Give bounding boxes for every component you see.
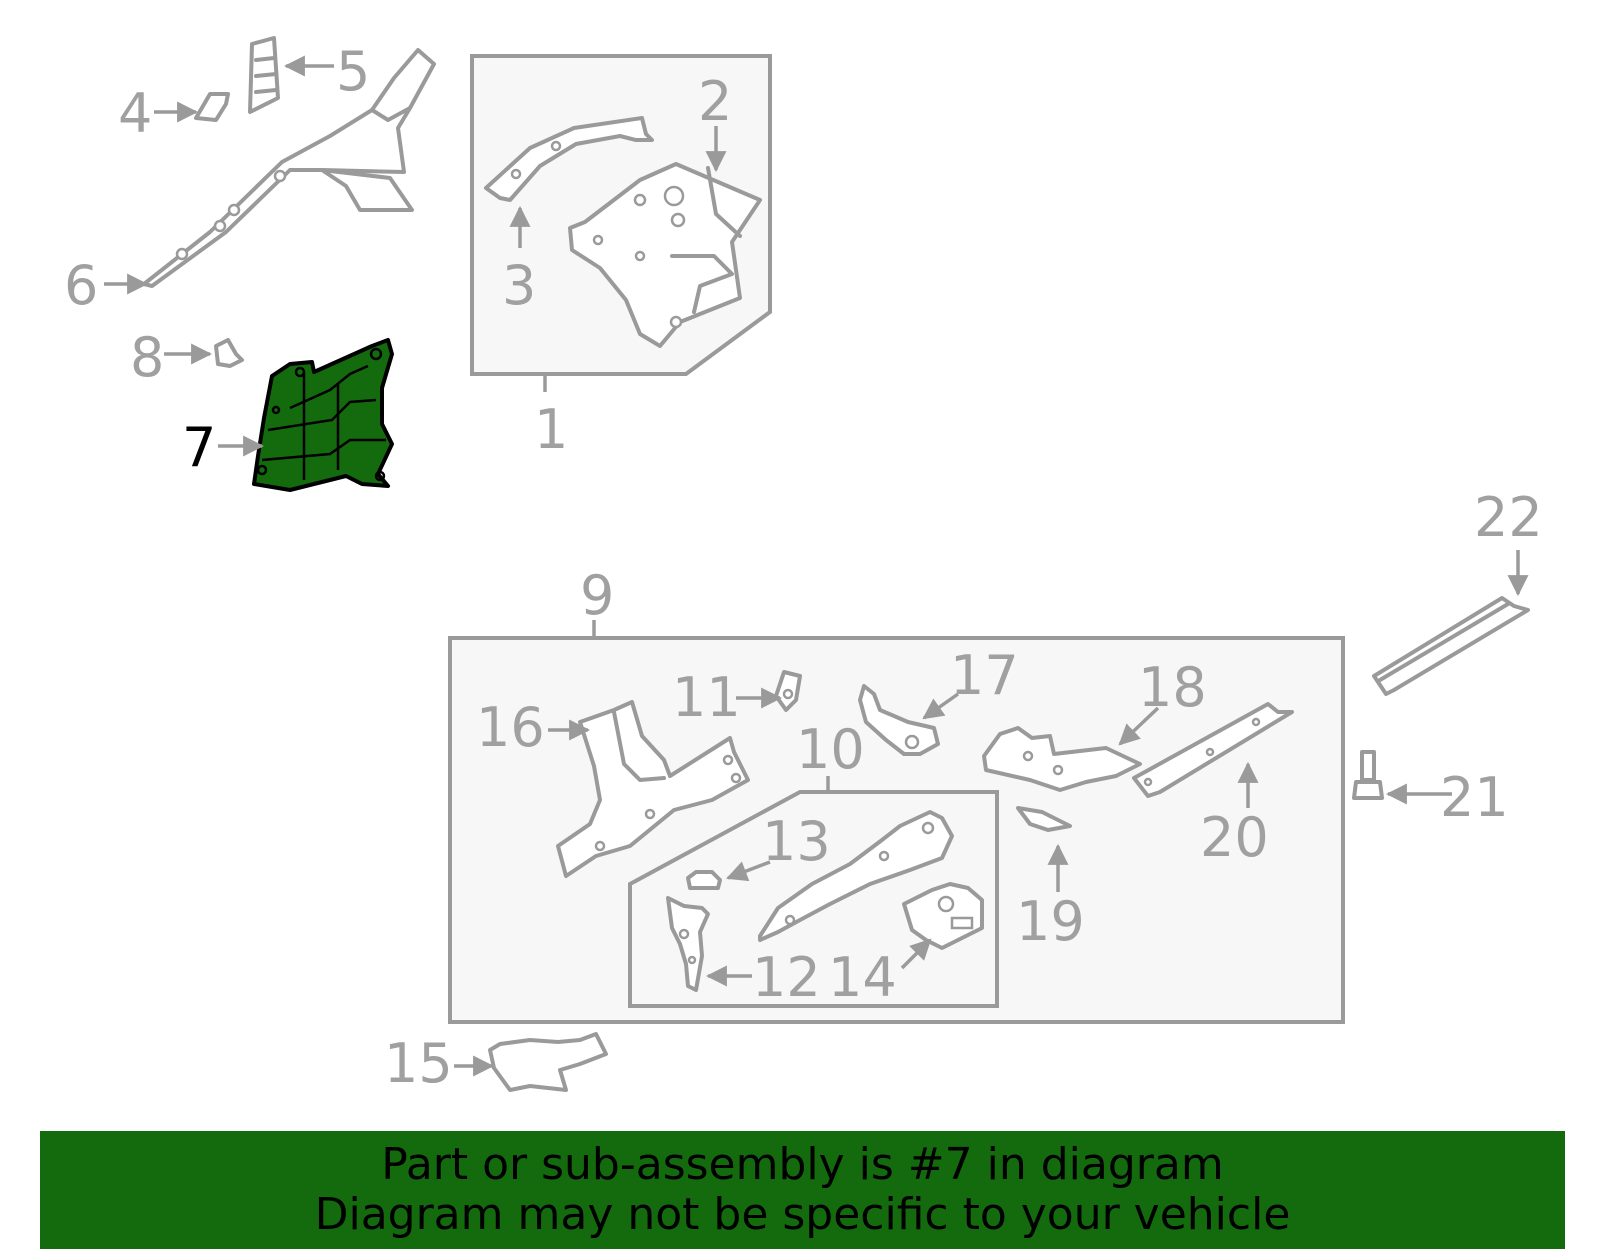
callout-13[interactable]: 13: [762, 810, 831, 873]
callout-2[interactable]: 2: [698, 70, 732, 133]
callout-20[interactable]: 20: [1200, 806, 1269, 869]
part-18-bracket[interactable]: [982, 726, 1142, 792]
callout-3[interactable]: 3: [502, 254, 536, 317]
part-16-side-member[interactable]: [556, 700, 750, 878]
callout-17[interactable]: 17: [950, 644, 1019, 707]
callout-21[interactable]: 21: [1440, 766, 1509, 829]
callout-7[interactable]: 7: [182, 416, 216, 479]
part-20-rail[interactable]: [1132, 702, 1294, 798]
callout-19[interactable]: 19: [1016, 890, 1085, 953]
callout-11[interactable]: 11: [672, 666, 741, 729]
banner-line-part: Part or sub-assembly is #7 in diagram: [381, 1139, 1224, 1190]
callout-10[interactable]: 10: [796, 718, 865, 781]
part-4-clip[interactable]: [194, 92, 230, 122]
leader-lines: [104, 55, 1529, 1077]
callout-5[interactable]: 5: [336, 40, 370, 103]
callout-22[interactable]: 22: [1474, 486, 1543, 549]
part-13-bracket[interactable]: [686, 870, 722, 890]
part-22-rail[interactable]: [1372, 596, 1530, 696]
part-12-bracket[interactable]: [666, 896, 710, 992]
banner-line-disclaimer: Diagram may not be specific to your vehi…: [314, 1189, 1291, 1240]
part-14-mount[interactable]: [902, 882, 984, 950]
part-3-reinforcement[interactable]: [484, 116, 654, 202]
part-17-bracket[interactable]: [858, 684, 940, 756]
info-banner: Part or sub-assembly is #7 in diagram Di…: [40, 1131, 1565, 1249]
part-19-clip[interactable]: [1016, 806, 1072, 832]
callout-labels: 1 2 3 4 5 6 7 8 9 10 11 12 13 14 15 16 1…: [64, 40, 1543, 1095]
part-5-bracket[interactable]: [248, 36, 280, 114]
callout-18[interactable]: 18: [1138, 656, 1207, 719]
callout-14[interactable]: 14: [828, 946, 897, 1009]
callout-15[interactable]: 15: [384, 1032, 453, 1095]
callout-12[interactable]: 12: [752, 946, 821, 1009]
part-7-highlighted[interactable]: [252, 338, 394, 492]
callout-6[interactable]: 6: [64, 254, 98, 317]
part-15-shield[interactable]: [488, 1032, 608, 1092]
part-8-clip[interactable]: [214, 338, 244, 368]
callout-9[interactable]: 9: [580, 564, 614, 627]
part-6-apron-rail[interactable]: [142, 48, 436, 288]
part-21-bolt[interactable]: [1352, 750, 1384, 800]
part-2-wheelhouse[interactable]: [568, 162, 762, 348]
callout-4[interactable]: 4: [118, 82, 152, 145]
callout-1[interactable]: 1: [534, 398, 568, 461]
callout-16[interactable]: 16: [476, 696, 545, 759]
part-10-crossmember[interactable]: [758, 810, 954, 942]
callout-8[interactable]: 8: [130, 326, 164, 389]
